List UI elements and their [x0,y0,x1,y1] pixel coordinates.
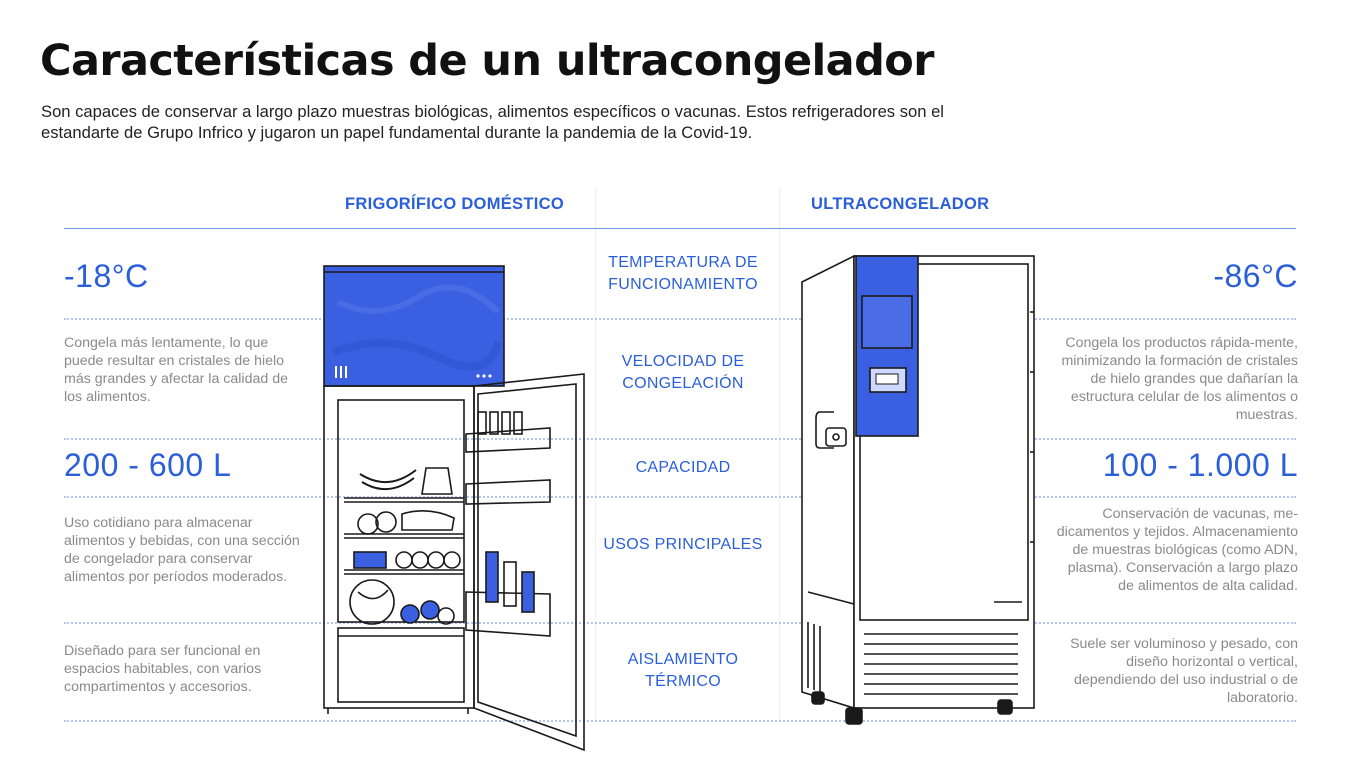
column-header-domestic: FRIGORÍFICO DOMÉSTICO [345,195,564,213]
header-vertical-divider-right [779,188,780,228]
row-separator [64,496,1296,498]
category-speed: VELOCIDAD DE CONGELACIÓN [621,353,745,392]
domestic-speed-text: Congela más lentamente, lo que puede res… [64,335,288,405]
row-separator [64,720,1296,722]
ultra-freezer-illustration [801,254,1035,725]
column-header-ultra: ULTRACONGELADOR [811,195,990,213]
header-vertical-divider-left [595,188,596,228]
ultra-capacity-value: 100 - 1.000 L [1102,447,1298,483]
row-separator [64,318,1296,320]
ultra-uses-text: Conservación de vacunas, me-dicamentos y… [1056,506,1298,594]
page-title: Características de un ultracongelador [40,36,934,86]
domestic-uses-text: Uso cotidiano para almacenar alimentos y… [64,515,300,585]
header-divider [64,228,1296,229]
category-uses: USOS PRINCIPALES [603,536,763,553]
category-capacity: CAPACIDAD [635,459,731,476]
ultra-speed-text: Congela los productos rápida-mente, mini… [1061,335,1298,423]
domestic-insulation-text: Diseñado para ser funcional en espacios … [64,643,262,695]
center-column-divider-left [595,229,596,721]
domestic-capacity-value: 200 - 600 L [64,447,232,483]
center-column-divider-right [779,229,780,721]
page-subtitle: Son capaces de conservar a largo plazo m… [41,102,944,142]
row-separator [64,438,1296,440]
ultra-temperature-value: -86°C [1213,258,1298,294]
ultra-insulation-text: Suele ser voluminoso y pesado, con diseñ… [1070,636,1298,706]
row-separator [64,622,1296,624]
category-insulation: AISLAMIENTO TÉRMICO [627,651,739,690]
domestic-temperature-value: -18°C [64,258,149,294]
domestic-fridge-illustration [323,265,585,752]
category-temperature: TEMPERATURA DE FUNCIONAMIENTO [608,254,758,293]
